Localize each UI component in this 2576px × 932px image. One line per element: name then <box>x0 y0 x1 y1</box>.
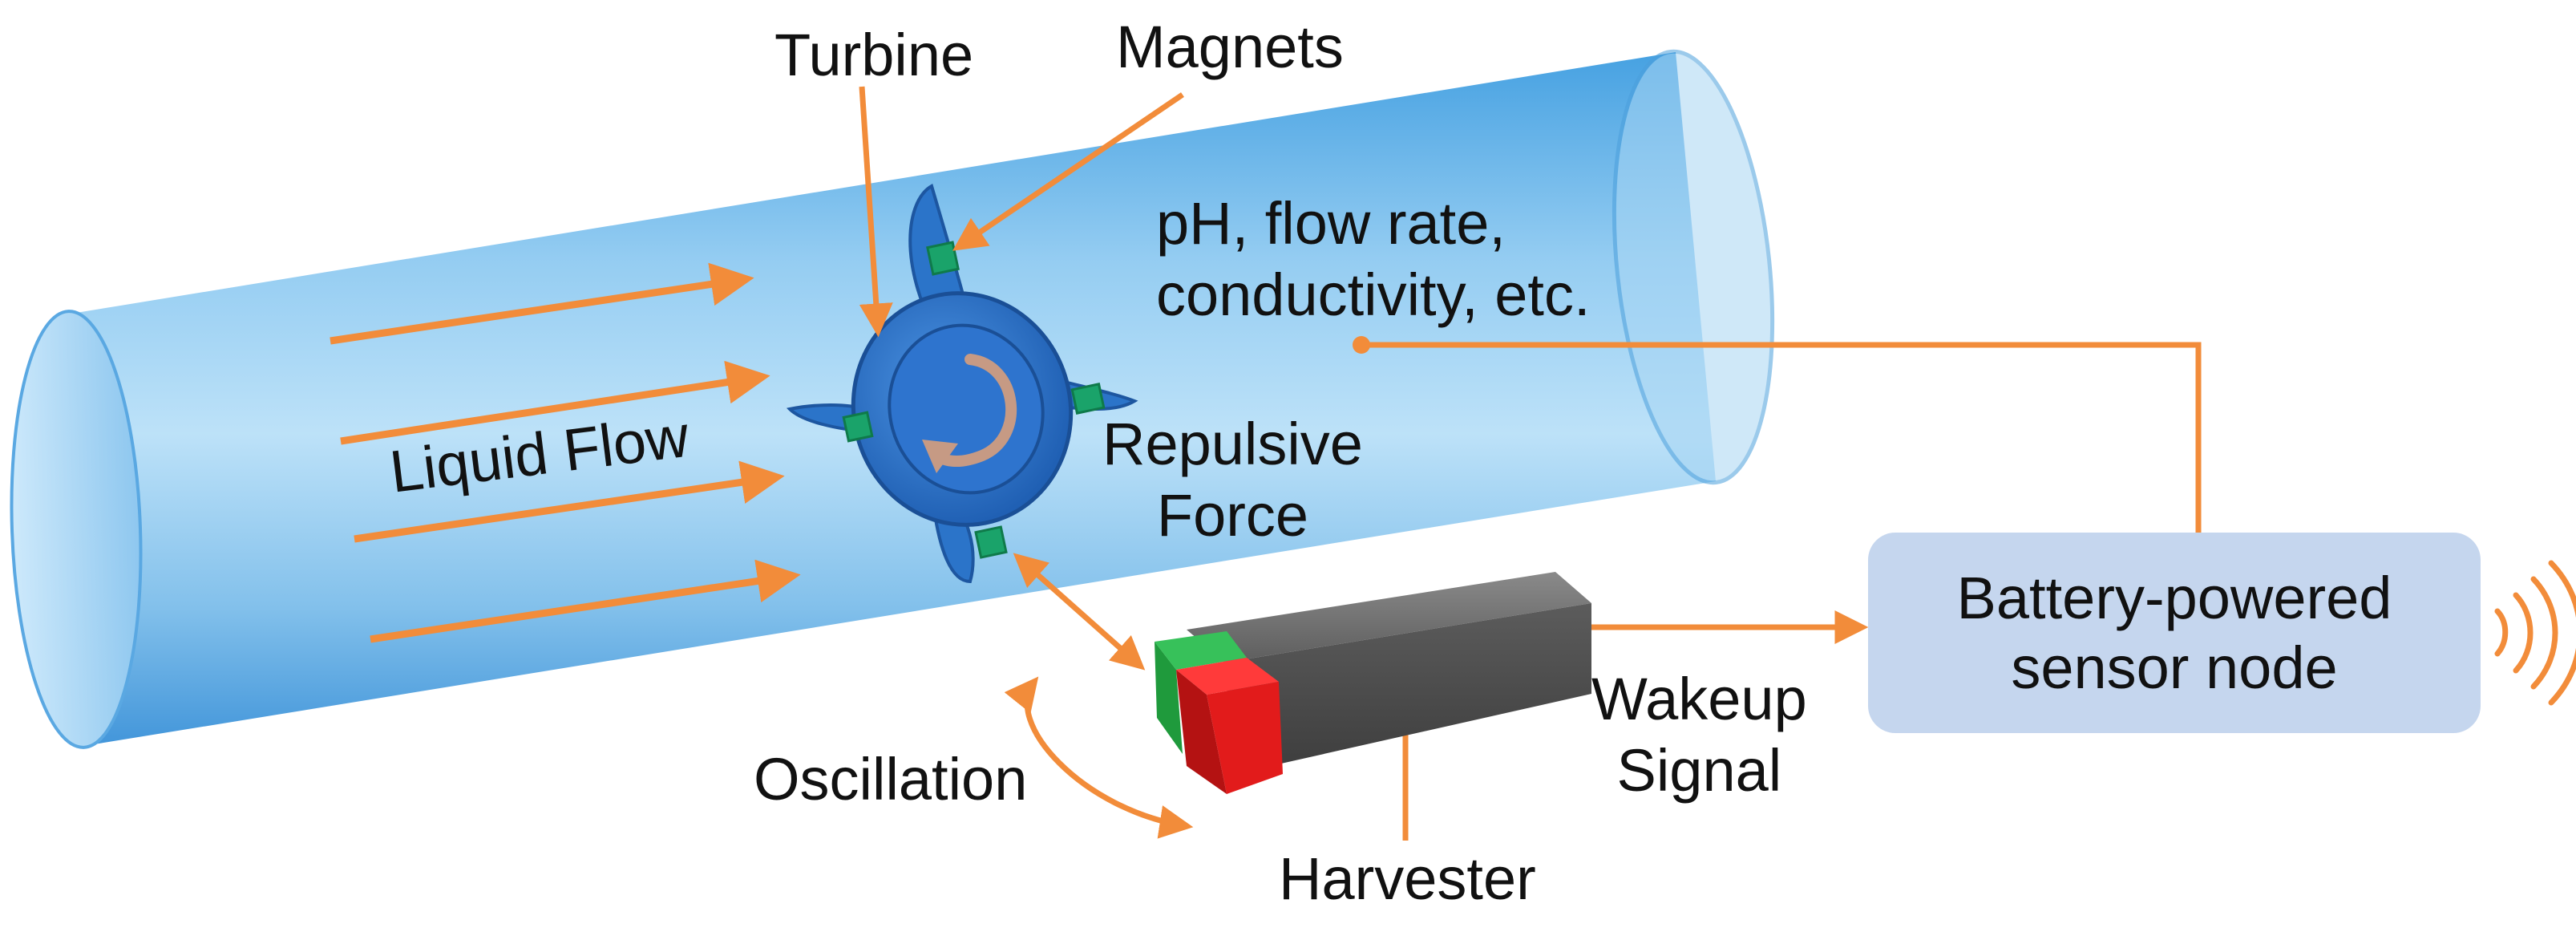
wireless-signal-icon <box>2494 560 2576 706</box>
oscillation-arrow <box>1004 676 1194 839</box>
rotation-arrow-icon <box>928 354 1017 467</box>
liquid-flow-arrows <box>330 262 801 643</box>
flow-arrow <box>330 262 754 345</box>
measurements-label: pH, flow rate, conductivity, etc. <box>1156 190 1591 328</box>
wakeup-signal-label: Wakeup Signal <box>1591 666 1807 804</box>
magnet <box>1070 383 1106 415</box>
harvester-label: Harvester <box>1279 845 1536 912</box>
turbine-label: Turbine <box>774 22 974 88</box>
magnets-callout-arrow <box>952 92 1184 251</box>
magnet <box>974 525 1008 559</box>
magnet <box>926 241 960 276</box>
flow-arrow <box>354 460 785 543</box>
magnets-label: Magnets <box>1116 14 1344 80</box>
measurement-connector <box>1361 342 2202 533</box>
repulsive-force-arrow <box>1013 553 1146 671</box>
repulsive-force-label: Repulsive Force <box>1102 411 1363 549</box>
sensor-node-label: Battery-powered sensor node <box>1956 564 2392 701</box>
oscillation-label: Oscillation <box>754 746 1028 812</box>
harvester <box>1155 572 1591 794</box>
flow-arrow <box>340 360 770 445</box>
flow-arrow <box>370 559 801 643</box>
magnet <box>842 411 874 443</box>
measurement-point <box>1353 336 1370 354</box>
sensor-node-box: Battery-powered sensor node <box>1868 533 2481 733</box>
turbine-callout-arrow <box>859 86 893 338</box>
magnets <box>842 241 1106 559</box>
